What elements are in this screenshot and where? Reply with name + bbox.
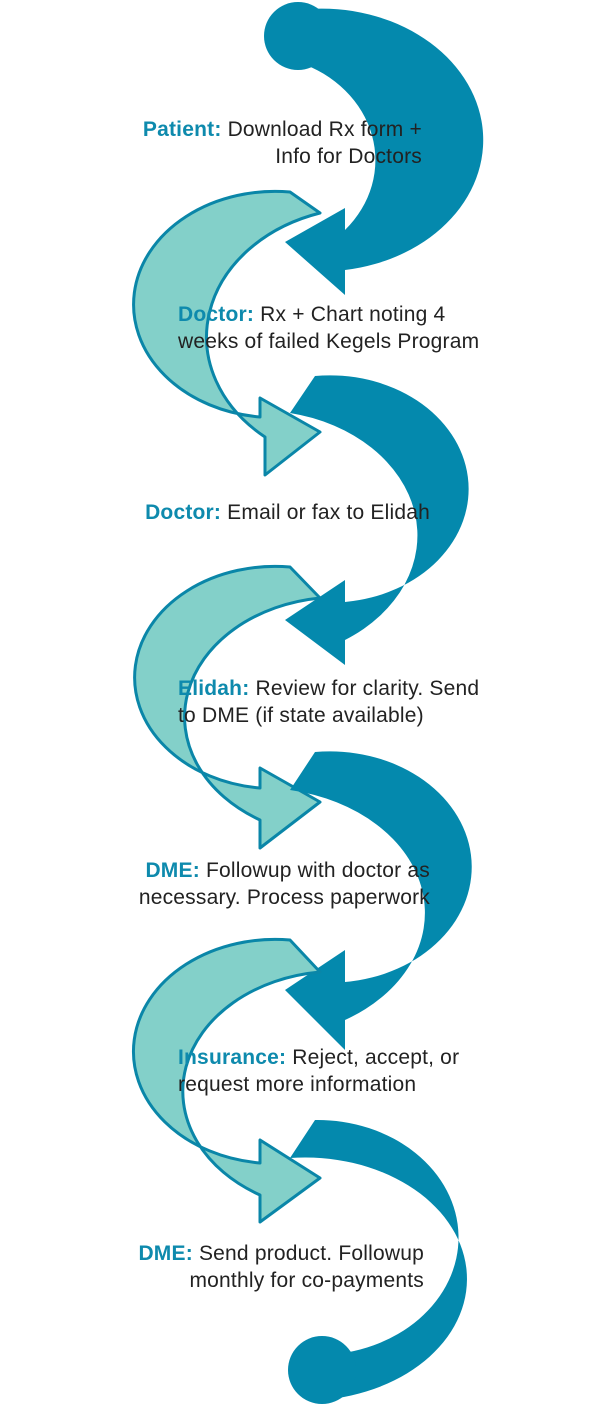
step-5-dme: DME: Followup with doctor as necessary. …: [139, 857, 430, 911]
step-role: DME:: [145, 859, 200, 882]
step-1-line-2: Info for Doctors: [275, 145, 422, 168]
step-6-insurance: Insurance: Reject, accept, or request mo…: [178, 1044, 459, 1098]
dark-curved-arrow-4: [290, 1119, 467, 1400]
step-6-line-1: Insurance: Reject, accept, or: [178, 1044, 459, 1071]
step-3-doctor: Doctor: Email or fax to Elidah: [145, 499, 430, 526]
step-5-line-1: DME: Followup with doctor as: [139, 857, 430, 884]
step-text: Review for clarity. Send: [255, 677, 480, 700]
step-role: Elidah:: [178, 677, 250, 700]
step-text: Rx + Chart noting 4: [260, 303, 446, 326]
step-4-elidah: Elidah: Review for clarity. Send to DME …: [178, 675, 479, 729]
dark-curved-arrow-3: [285, 751, 472, 1050]
step-role: Insurance:: [178, 1046, 287, 1069]
dark-curved-arrow-2: [285, 375, 469, 665]
step-5-line-2: necessary. Process paperwork: [138, 886, 430, 909]
light-curved-arrow-3: [131, 937, 322, 1224]
step-text: Email or fax to Elidah: [227, 501, 430, 524]
step-2-line-1: Doctor: Rx + Chart noting 4: [178, 301, 479, 328]
step-4-line-2: to DME (if state available): [178, 704, 424, 727]
step-6-line-2: request more information: [178, 1073, 417, 1096]
light-curved-arrow-2: [133, 564, 322, 850]
step-1-line-1: Patient: Download Rx form +: [143, 116, 422, 143]
step-text: Reject, accept, or: [292, 1046, 460, 1069]
step-role: Patient:: [142, 118, 222, 141]
step-text: Send product. Followup: [198, 1242, 424, 1265]
step-3-line-1: Doctor: Email or fax to Elidah: [145, 499, 430, 526]
step-7-dme: DME: Send product. Followup monthly for …: [138, 1240, 424, 1294]
step-role: DME:: [138, 1242, 193, 1265]
dark-curved-arrow-1: [285, 8, 484, 295]
step-7-line-2: monthly for co-payments: [189, 1269, 424, 1292]
step-role: Doctor:: [145, 501, 222, 524]
light-curved-arrow-1: [132, 189, 322, 477]
step-text: Followup with doctor as: [205, 859, 430, 882]
step-1-patient: Patient: Download Rx form + Info for Doc…: [143, 116, 422, 170]
step-7-line-1: DME: Send product. Followup: [138, 1240, 424, 1267]
step-2-line-2: weeks of failed Kegels Program: [178, 330, 480, 353]
step-2-doctor: Doctor: Rx + Chart noting 4 weeks of fai…: [178, 301, 479, 355]
end-dot: [288, 1336, 356, 1404]
step-4-line-1: Elidah: Review for clarity. Send: [178, 675, 479, 702]
step-text: Download Rx form +: [227, 118, 422, 141]
step-role: Doctor:: [178, 303, 255, 326]
